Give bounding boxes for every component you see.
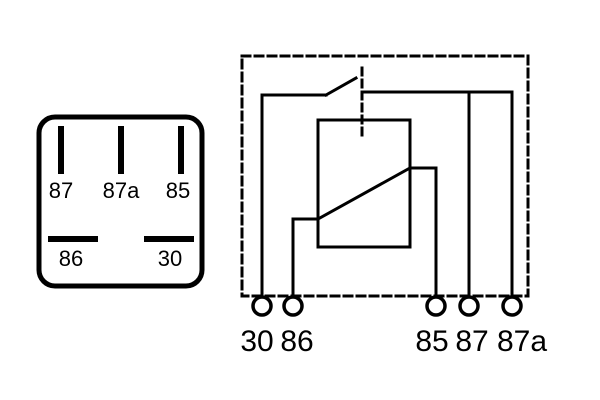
pin-85-blade xyxy=(178,126,184,174)
common-wire-30 xyxy=(260,93,328,298)
relay-schematic xyxy=(240,54,530,317)
pin-label-87a: 87a xyxy=(103,178,140,203)
pin-87-blade xyxy=(58,126,64,174)
terminal-87a xyxy=(501,295,523,317)
contact-wire-87a xyxy=(362,90,514,298)
pin-30-blade xyxy=(144,236,194,242)
terminal-label-86: 86 xyxy=(280,325,313,358)
pin-87a-blade xyxy=(118,126,124,174)
pin-label-86: 86 xyxy=(59,246,83,271)
terminal-30 xyxy=(251,295,273,317)
coil-box xyxy=(316,118,412,249)
pin-86-blade xyxy=(48,236,98,242)
terminal-label-85: 85 xyxy=(415,325,448,358)
terminal-85 xyxy=(425,295,447,317)
relay-enclosure-dashed xyxy=(240,54,530,298)
terminal-labels: 30 86 85 87 87a xyxy=(240,325,547,358)
pin-label-87: 87 xyxy=(49,178,73,203)
pin-label-30: 30 xyxy=(158,246,182,271)
terminal-label-87: 87 xyxy=(455,325,488,358)
terminal-label-87a: 87a xyxy=(497,325,547,358)
relay-housing-outline xyxy=(36,114,205,289)
coil-winding xyxy=(291,166,438,298)
terminal-label-30: 30 xyxy=(240,325,273,358)
terminal-87 xyxy=(458,295,480,317)
pin-label-85: 85 xyxy=(166,178,190,203)
terminal-86 xyxy=(282,295,304,317)
switch-blade xyxy=(323,75,359,98)
relay-pinout: 87 87a 85 86 30 xyxy=(36,114,205,289)
